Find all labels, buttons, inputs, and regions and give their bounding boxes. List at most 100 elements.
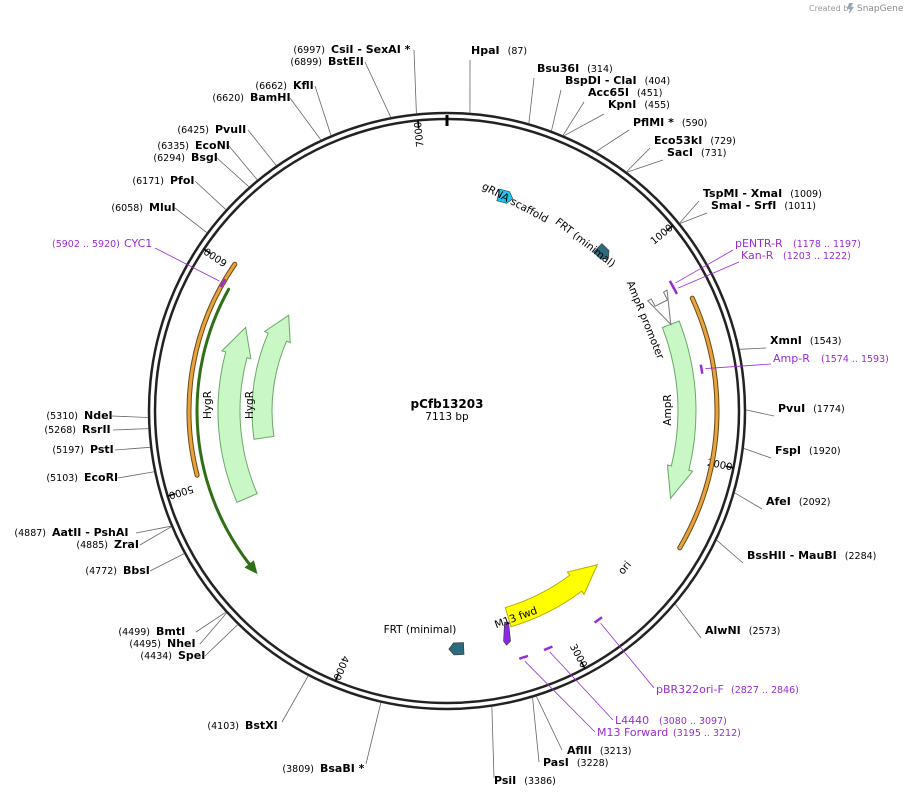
- tick-label: 3000: [567, 643, 589, 671]
- enzyme-name: BamHI: [250, 91, 291, 104]
- enzyme-leader-line: [289, 97, 322, 141]
- enzyme-leader-line: [228, 145, 258, 181]
- primer-mark-cyc1: [219, 278, 227, 288]
- enzyme-position: (4434): [140, 651, 172, 662]
- feature-label: FRT (minimal): [384, 624, 457, 636]
- tick-mark: [334, 673, 340, 682]
- enzyme-leader-line: [174, 207, 208, 234]
- created-by-label: Created by: [809, 4, 853, 13]
- enzyme-name: PflMI *: [633, 116, 674, 129]
- enzyme-name: Eco53kI: [654, 134, 702, 147]
- enzyme-leader-line: [739, 347, 767, 350]
- tick-label: 4000: [330, 654, 350, 682]
- enzyme-name: EcoNI: [195, 139, 230, 152]
- primer-name: CYC1: [124, 237, 152, 250]
- enzyme-leader-line: [413, 49, 417, 114]
- feature-label: AmpR promoter: [624, 279, 667, 361]
- enzyme-leader-line: [117, 471, 155, 479]
- tick-mark: [167, 492, 176, 497]
- enzyme-position: (729): [710, 136, 736, 147]
- tick-label: 6000: [202, 245, 229, 268]
- enzyme-name: BsaBI *: [320, 762, 365, 775]
- enzyme-position: (5103): [46, 473, 78, 484]
- enzyme-position: (3809): [282, 764, 314, 775]
- snapgene-logo-icon: [847, 3, 854, 14]
- enzyme-position: (5310): [46, 411, 78, 422]
- enzyme-leader-line: [532, 697, 540, 763]
- tick-label: 7000: [413, 121, 426, 147]
- enzyme-name: AatII - PshAI: [52, 526, 128, 539]
- enzyme-name: PsiI: [494, 774, 516, 787]
- primer-position: (5902 .. 5920): [52, 239, 120, 250]
- enzyme-leader-line: [745, 409, 775, 417]
- right-region-arc: [678, 296, 719, 550]
- tick-label: 1000: [649, 223, 676, 248]
- enzyme-leader-line: [195, 611, 227, 633]
- enzyme-position: (6171): [132, 176, 164, 187]
- enzyme-leader-line: [135, 525, 172, 534]
- enzyme-position: (6620): [212, 93, 244, 104]
- enzyme-name: BbsI: [123, 564, 150, 577]
- enzyme-position: (1920): [809, 446, 841, 457]
- enzyme-leader-line: [149, 553, 185, 572]
- enzyme-position: (731): [701, 148, 727, 159]
- backbone: [147, 111, 747, 711]
- feature-label: ori: [616, 559, 634, 577]
- primer-mark-amp-r: [699, 364, 704, 374]
- primer-name: pENTR-R: [735, 237, 783, 250]
- primer-position: (3080 .. 3097): [659, 716, 727, 727]
- enzyme-name: ZraI: [114, 538, 139, 551]
- primer-mark-m13-forward: [518, 654, 529, 660]
- primer-position: (2827 .. 2846): [731, 685, 799, 696]
- enzyme-name: BspDI - ClaI: [565, 74, 637, 87]
- enzyme-leader-line: [365, 702, 382, 765]
- tick-label: 5000: [167, 483, 195, 501]
- enzyme-position: (4495): [129, 639, 161, 650]
- enzyme-position: (5197): [52, 445, 84, 456]
- enzyme-leader-line: [114, 446, 151, 451]
- enzyme-leader-line: [216, 157, 250, 188]
- ampr-promoter-feature: [646, 289, 672, 326]
- feature-label: HygR: [202, 391, 214, 419]
- enzyme-name: HpaI: [471, 44, 500, 57]
- primer-leader-line: [675, 249, 734, 284]
- enzyme-name: NheI: [167, 637, 196, 650]
- grna-scaffold-feature: [496, 188, 514, 204]
- enzyme-position: (1543): [810, 336, 842, 347]
- enzyme-name: AflII: [567, 744, 592, 757]
- enzyme-leader-line: [626, 147, 651, 173]
- enzyme-position: (2573): [749, 626, 781, 637]
- primer-leader-line: [678, 261, 740, 289]
- enzyme-name: PfoI: [170, 174, 195, 187]
- tick-mark: [580, 660, 586, 669]
- enzyme-position: (455): [644, 100, 670, 111]
- snapgene-label: SnapGene: [857, 4, 904, 14]
- enzyme-position: (6335): [157, 141, 189, 152]
- enzyme-name: CsiI - SexAI *: [331, 43, 411, 56]
- enzyme-position: (4103): [207, 721, 239, 732]
- enzyme-leader-line: [743, 447, 772, 459]
- hygr-feature-inner: [251, 314, 291, 440]
- enzyme-position: (590): [682, 118, 708, 129]
- backbone-outer-ring: [147, 111, 747, 711]
- plasmid-name: pCfb13203: [411, 397, 484, 411]
- enzyme-name: PvuI: [778, 402, 805, 415]
- enzyme-leader-line: [595, 129, 630, 153]
- enzyme-leader-line: [551, 89, 562, 131]
- enzyme-name: EcoRI: [84, 471, 118, 484]
- enzyme-name: PasI: [543, 756, 569, 769]
- ori-feature: [504, 563, 599, 628]
- enzyme-position: (5268): [44, 425, 76, 436]
- primer-leader-line: [154, 247, 220, 282]
- enzyme-leader-line: [204, 624, 239, 657]
- left-green-arc: [195, 287, 255, 571]
- enzyme-leader-line: [626, 159, 664, 173]
- plasmid-length: 7113 bp: [425, 411, 469, 423]
- primer-position: (3195 .. 3212): [673, 728, 741, 739]
- enzyme-position: (314): [587, 64, 613, 75]
- enzyme-name: SmaI - SrfI: [711, 199, 776, 212]
- tick-mark: [665, 225, 674, 232]
- enzyme-leader-line: [716, 539, 744, 564]
- enzyme-leader-line: [528, 77, 535, 124]
- features: [186, 188, 720, 660]
